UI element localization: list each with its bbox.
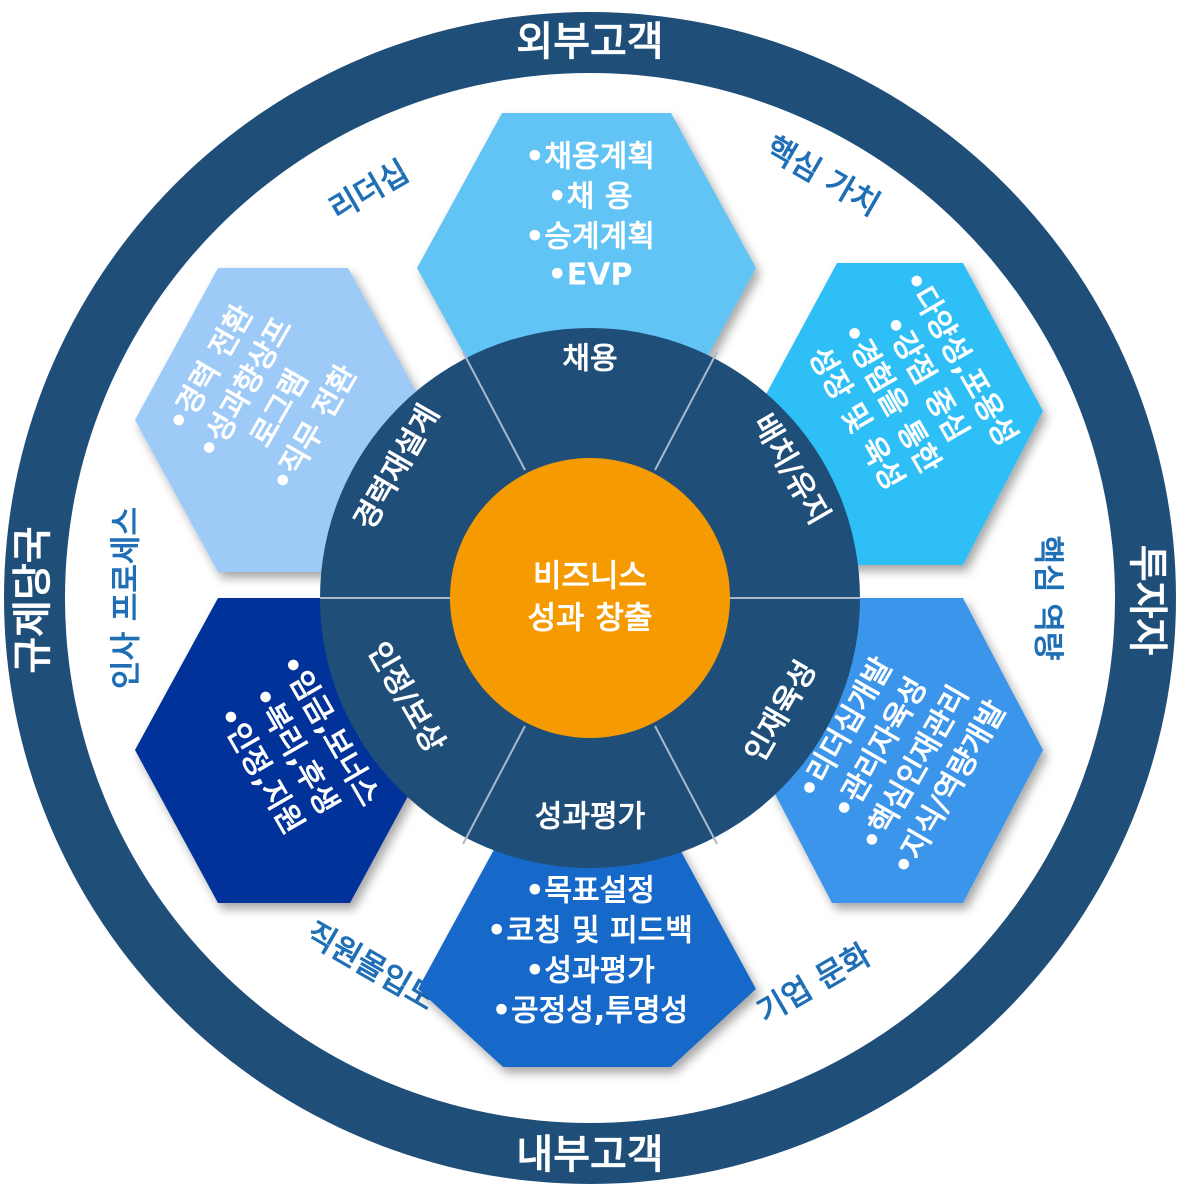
sector-label-recruitment: 채용 [562, 342, 617, 377]
hex-line: •공정성,투명성 [492, 994, 688, 1029]
outer-label-hr-process: 인사 프로세스 [109, 507, 145, 689]
hex-line: •목표설정 [525, 874, 655, 909]
ring-label-left: 규제당국 [10, 526, 56, 673]
hex-text-recruitment: •채용계획 •채 용 •승계계획 •EVP [525, 140, 655, 293]
divider-2 [654, 351, 718, 471]
hex-line: •코칭 및 피드백 [487, 914, 693, 949]
hex-line: •채용계획 [525, 140, 655, 175]
hex-performance-evaluation [418, 833, 756, 1067]
center-line-2: 성과 창출 [528, 601, 653, 637]
sector-dividers [320, 351, 860, 845]
ring-label-bottom: 내부고객 [516, 1132, 663, 1178]
hex-line: •EVP [548, 258, 633, 293]
hex-line: •승계계획 [525, 220, 655, 255]
center-circle [450, 458, 730, 738]
hex-line: •성과평가 [525, 954, 655, 989]
center-line-1: 비즈니스 [533, 559, 647, 595]
ring-label-right: 투자자 [1124, 545, 1170, 656]
divider-4 [654, 725, 718, 845]
outer-label-core-competency: 핵심 역량 [1030, 536, 1066, 661]
ring-label-top: 외부고객 [516, 19, 663, 65]
divider-1 [462, 351, 526, 471]
divider-5 [462, 725, 526, 845]
sector-label-evaluation: 성과평가 [535, 800, 646, 835]
hex-text-evaluation: •목표설정 •코칭 및 피드백 •성과평가 •공정성,투명성 [487, 874, 693, 1029]
hex-line: •채 용 [548, 180, 633, 215]
